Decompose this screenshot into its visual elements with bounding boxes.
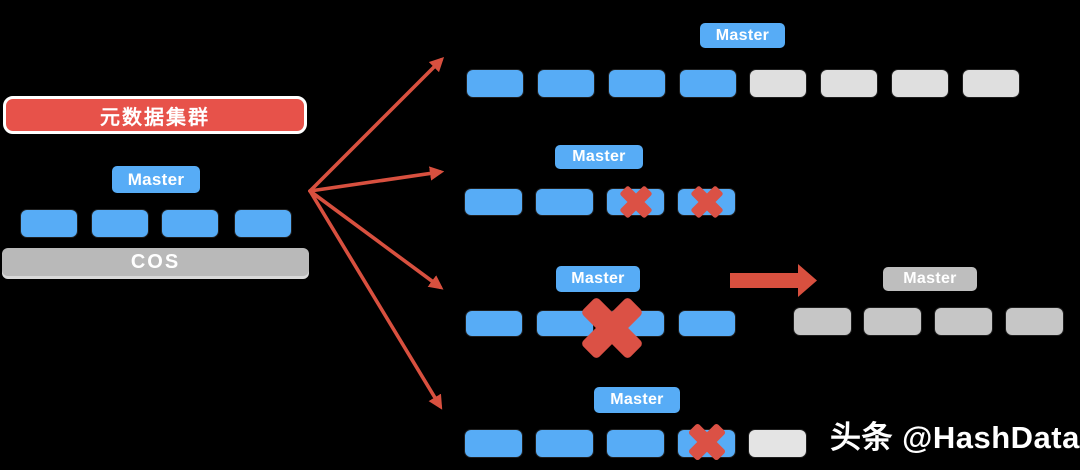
failure-x-icon bbox=[690, 186, 723, 218]
segment-box bbox=[607, 189, 664, 215]
segment-box bbox=[609, 70, 665, 97]
segment-box bbox=[963, 70, 1019, 97]
segment-box bbox=[678, 430, 735, 457]
segment-box bbox=[235, 210, 291, 237]
segment-box bbox=[21, 210, 77, 237]
segment-box bbox=[794, 308, 851, 335]
segment-box bbox=[608, 311, 664, 336]
segment-box bbox=[92, 210, 148, 237]
segment-box bbox=[1006, 308, 1063, 335]
segment-box bbox=[750, 70, 806, 97]
segment-box bbox=[935, 308, 992, 335]
failure-x-mark bbox=[616, 182, 656, 227]
failure-x-mark bbox=[687, 182, 727, 227]
fan-arrow-1 bbox=[308, 56, 445, 193]
segment-box bbox=[679, 311, 735, 336]
fan-arrow-2 bbox=[308, 166, 445, 193]
segment-box bbox=[538, 70, 594, 97]
segment-box bbox=[465, 189, 522, 215]
failure-x-mark bbox=[574, 290, 650, 371]
master-badge: Master bbox=[556, 266, 640, 292]
segment-box bbox=[680, 70, 736, 97]
segment-box bbox=[864, 308, 921, 335]
failure-x-icon bbox=[619, 186, 652, 218]
failure-x-mark bbox=[684, 419, 730, 470]
segment-box bbox=[749, 430, 806, 457]
metadata-cluster-box: 元数据集群 bbox=[3, 96, 307, 134]
cos-storage-bar: COS bbox=[2, 248, 309, 276]
segment-box bbox=[466, 311, 522, 336]
fan-arrow-4 bbox=[308, 189, 443, 410]
segment-box bbox=[465, 430, 522, 457]
segment-box bbox=[607, 430, 664, 457]
master-badge: Master bbox=[594, 387, 680, 413]
segment-box bbox=[467, 70, 523, 97]
fan-arrow-3 bbox=[308, 189, 444, 290]
left-master-badge: Master bbox=[112, 166, 200, 193]
segment-box bbox=[678, 189, 735, 215]
master-badge: Master bbox=[555, 145, 643, 169]
segment-box bbox=[821, 70, 877, 97]
segment-box bbox=[162, 210, 218, 237]
standby-master-badge: Master bbox=[883, 267, 977, 291]
segment-box bbox=[537, 311, 593, 336]
failure-x-icon bbox=[688, 423, 725, 460]
segment-box bbox=[892, 70, 948, 97]
failure-x-icon bbox=[582, 297, 642, 358]
watermark: 头条 @HashData bbox=[830, 420, 1080, 455]
segment-box bbox=[536, 189, 593, 215]
master-badge: Master bbox=[700, 23, 785, 48]
segment-box bbox=[536, 430, 593, 457]
